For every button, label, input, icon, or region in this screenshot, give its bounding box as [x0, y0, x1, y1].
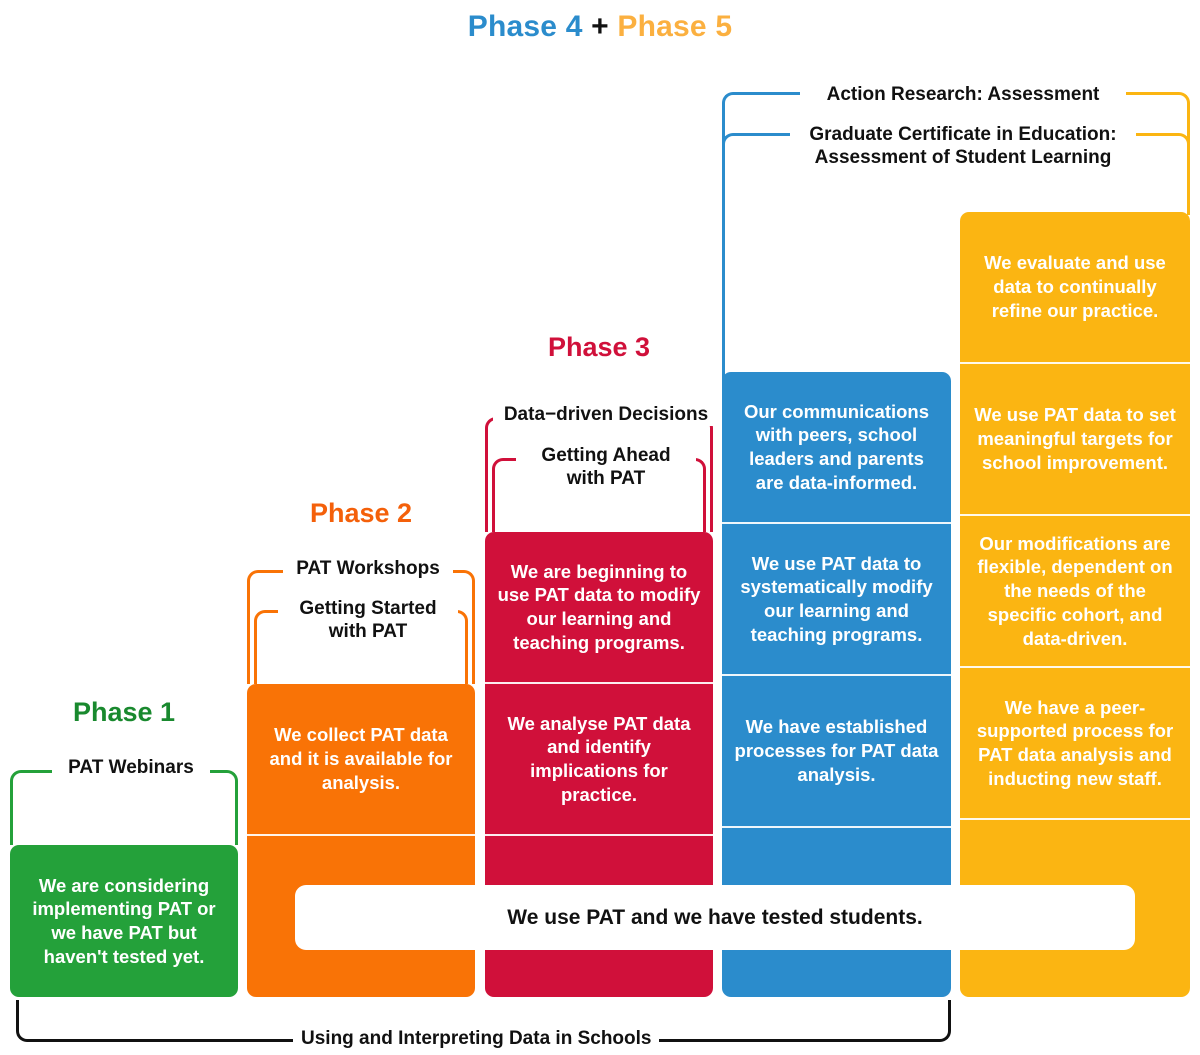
cell-phase4-2: We have established processes for PAT da…: [722, 676, 951, 828]
bracket-getting-started-label-line1: Getting Started: [278, 598, 458, 621]
bracket-graduate-certificate-right: [1090, 133, 1190, 215]
bracket-pat-webinars: [10, 770, 238, 845]
bracket-pat-webinars-label: PAT Webinars: [52, 757, 210, 780]
cell-phase3-1: We analyse PAT data and identify implica…: [485, 684, 713, 836]
headline-phase4: Phase 4: [467, 10, 583, 43]
column-phase2: We collect PAT data and it is available …: [247, 684, 475, 997]
bracket-getting-ahead-label-line1: Getting Ahead: [516, 445, 696, 468]
bracket-graduate-certificate-label-line2: Assessment of Student Learning: [790, 147, 1136, 170]
cell-phase5-1: We use PAT data to set meaningful target…: [960, 364, 1190, 516]
headline-phase5: Phase 5: [617, 10, 733, 43]
bracket-getting-started-label-line2: with PAT: [278, 621, 458, 644]
bracket-graduate-certificate-left: [722, 133, 822, 375]
bracket-using-interpreting-data-label: Using and Interpreting Data in Schools: [293, 1028, 660, 1050]
cell-phase2-0: We collect PAT data and it is available …: [247, 684, 475, 836]
headline-plus: +: [591, 10, 609, 43]
column-phase1: We are considering implementing PAT or w…: [10, 845, 238, 997]
banner-use-pat: We use PAT and we have tested students.: [295, 885, 1135, 950]
bracket-graduate-certificate-label-line1: Graduate Certificate in Education:: [790, 124, 1136, 147]
column-phase5: We evaluate and use data to continually …: [960, 212, 1190, 997]
phase-label-3: Phase 3: [547, 332, 651, 362]
bracket-getting-ahead-label-line2: with PAT: [516, 468, 696, 491]
cell-phase3-0: We are beginning to use PAT data to modi…: [485, 532, 713, 684]
phase-label-1: Phase 1: [72, 697, 176, 727]
bracket-action-research-label: Action Research: Assessment: [800, 84, 1126, 107]
cell-phase4-1: We use PAT data to systematically modify…: [722, 524, 951, 676]
bracket-pat-workshops-label: PAT Workshops: [283, 558, 453, 581]
cell-phase1-0: We are considering implementing PAT or w…: [32, 874, 216, 967]
cell-phase5-2: Our modifications are flexible, dependen…: [960, 516, 1190, 668]
headline: Phase 4 + Phase 5: [0, 10, 1200, 44]
cell-phase4-0: Our communications with peers, school le…: [722, 372, 951, 524]
cell-phase5-0: We evaluate and use data to continually …: [960, 212, 1190, 364]
cell-phase5-3: We have a peer-supported process for PAT…: [960, 668, 1190, 820]
bracket-data-driven-decisions-label: Data−driven Decisions: [493, 404, 719, 427]
phase-label-2: Phase 2: [309, 498, 413, 528]
